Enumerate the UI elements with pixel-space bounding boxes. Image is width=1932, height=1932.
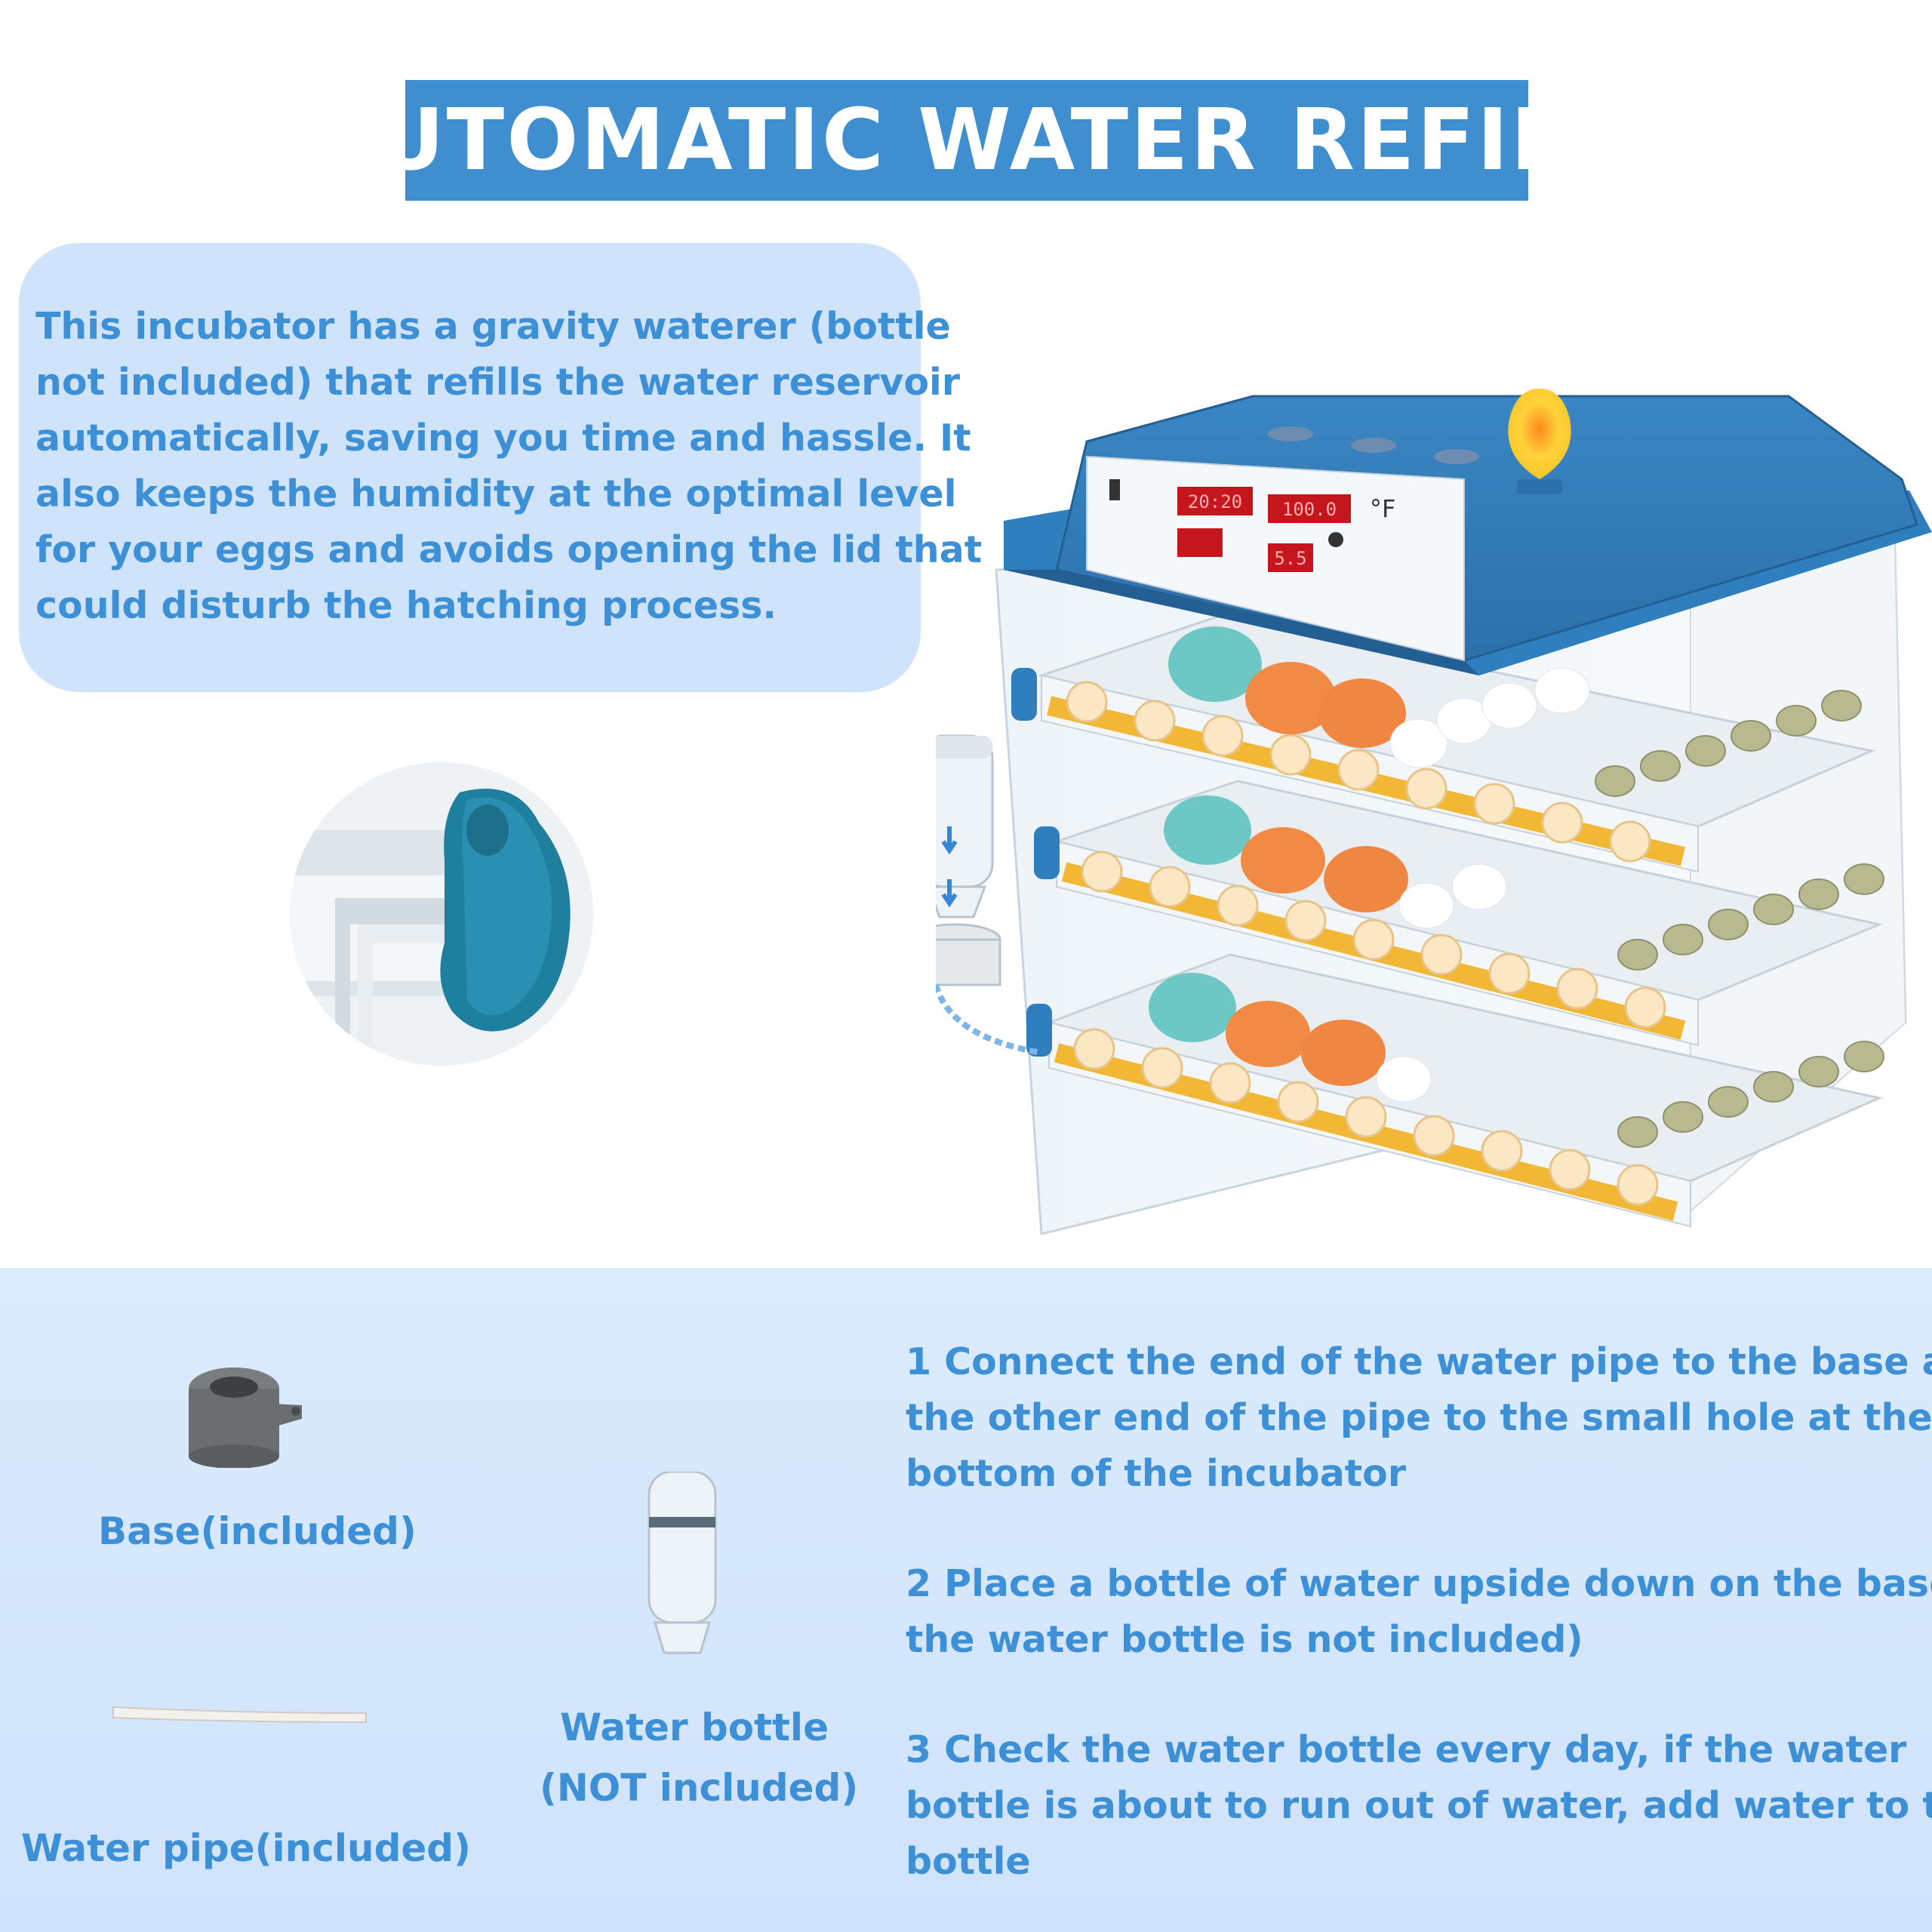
- display-time: 20:20: [1188, 491, 1242, 512]
- incubator-lid: 20:20 100.0 °F 5.5: [1004, 389, 1932, 675]
- description-line: not included) that refills the water res…: [35, 361, 960, 404]
- water-bottle-label: Water bottle: [560, 1706, 829, 1749]
- base-label: Base(included): [98, 1509, 417, 1553]
- power-switch-icon: [1109, 479, 1120, 500]
- step-3-line: 3 Check the water bottle every day, if t…: [906, 1728, 1907, 1771]
- eggs: [1149, 626, 1884, 1148]
- water-bottle-not-included-label: (NOT included): [540, 1766, 859, 1810]
- water-bottle-setup: [908, 734, 1042, 1056]
- description-line: This incubator has a gravity waterer (bo…: [35, 305, 951, 348]
- step-2-line: the water bottle is not included): [906, 1618, 1583, 1661]
- instructions-panel: [0, 1268, 1932, 1932]
- incubator-svg: 20:20 100.0 °F 5.5: [908, 389, 1932, 1235]
- step-2-line: 2 Place a bottle of water upside down on…: [906, 1562, 1932, 1605]
- description-line: for your eggs and avoids opening the lid…: [35, 528, 983, 571]
- title-banner: AUTOMATIC WATER REFILL: [311, 80, 1620, 201]
- water-pipe-image: [112, 1706, 367, 1724]
- description-line: also keeps the humidity at the optimal l…: [35, 472, 957, 515]
- water-pipe-label: Water pipe(included): [21, 1826, 471, 1870]
- description-box: This incubator has a gravity waterer (bo…: [19, 243, 983, 692]
- step-1-line: the other end of the pipe to the small h…: [906, 1396, 1932, 1439]
- display-temperature: 100.0: [1282, 499, 1337, 520]
- step-1-line: bottom of the incubator: [906, 1452, 1407, 1495]
- incubator-illustration: 20:20 100.0 °F 5.5: [908, 343, 1932, 1249]
- page-title: AUTOMATIC WATER REFILL: [310, 91, 1623, 189]
- inlet-closeup-image: [290, 762, 593, 1066]
- description-line: automatically, saving you time and hassl…: [35, 417, 971, 460]
- step-1-line: 1 Connect the end of the water pipe to t…: [906, 1340, 1932, 1383]
- description-line: could disturb the hatching process.: [35, 584, 777, 627]
- step-3-line: bottle is about to run out of water, add…: [906, 1784, 1932, 1827]
- water-drop-arrow-icon: [941, 826, 958, 855]
- inlet-closeup-svg: [290, 762, 593, 1066]
- step-3-line: bottle: [906, 1840, 1031, 1883]
- base-image: [189, 1367, 302, 1468]
- display-humidity: 5.5: [1274, 548, 1306, 569]
- water-bottle-image: [648, 1472, 717, 1654]
- temperature-unit: °F: [1370, 494, 1395, 523]
- egg-candler-icon: [1508, 389, 1571, 479]
